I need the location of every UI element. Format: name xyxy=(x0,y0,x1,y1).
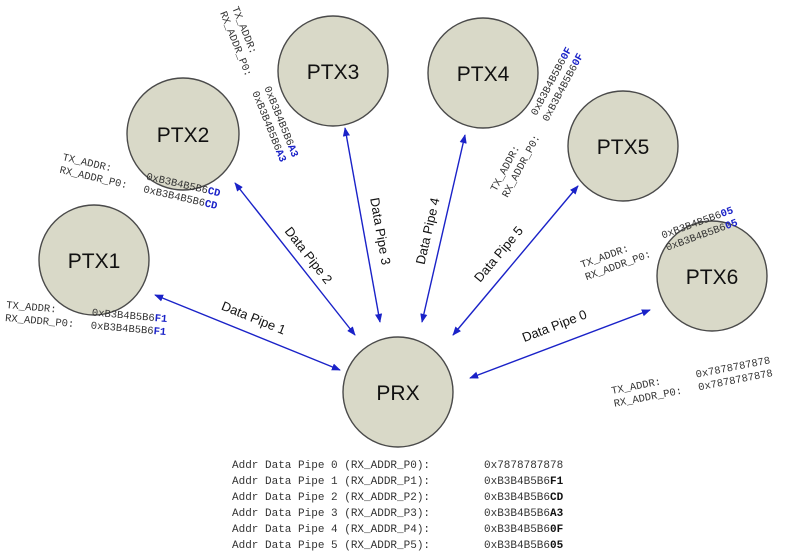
address-table: Addr Data Pipe 0 (RX_ADDR_P0):0x78787878… xyxy=(232,460,564,552)
table-row: Addr Data Pipe 4 (RX_ADDR_P4):0xB3B4B5B6… xyxy=(232,524,563,536)
node-ptx2-label: PTX2 xyxy=(157,124,210,147)
addr-ptx1-rx-label: RX_ADDR_P0: xyxy=(5,313,75,331)
node-ptx4-label: PTX4 xyxy=(457,63,510,86)
table-row: Addr Data Pipe 2 (RX_ADDR_P2):0xB3B4B5B6… xyxy=(232,492,564,504)
edge-pipe5-label: Data Pipe 5 xyxy=(471,223,526,285)
edge-pipe0-label: Data Pipe 0 xyxy=(520,307,589,345)
node-ptx5-circle xyxy=(567,90,679,202)
edge-pipe1-label: Data Pipe 1 xyxy=(219,298,288,337)
edge-pipe5-line xyxy=(452,185,579,336)
node-prx-label: PRX xyxy=(376,382,419,405)
addr-ptx1-tx-label: TX_ADDR: xyxy=(6,300,57,316)
node-ptx5-label: PTX5 xyxy=(597,136,650,159)
node-ptx5: PTX5 xyxy=(567,90,679,202)
edge-pipe3-label: Data Pipe 3 xyxy=(367,196,394,266)
node-ptx6-circle xyxy=(656,220,768,332)
table-row: Addr Data Pipe 1 (RX_ADDR_P1):0xB3B4B5B6… xyxy=(232,476,564,488)
addr-ptx1-tx-value: 0xB3B4B5B6F1 xyxy=(91,308,167,327)
node-ptx1: PTX1 xyxy=(38,204,150,316)
node-ptx6: PTX6 xyxy=(656,220,768,332)
node-ptx6-label: PTX6 xyxy=(686,266,739,289)
table-row: Addr Data Pipe 3 (RX_ADDR_P3):0xB3B4B5B6… xyxy=(232,508,564,520)
table-row: Addr Data Pipe 0 (RX_ADDR_P0):0x78787878… xyxy=(232,460,563,472)
node-ptx2-circle xyxy=(126,77,240,191)
edge-pipe4-label: Data Pipe 4 xyxy=(413,196,443,266)
edge-pipe0-line xyxy=(469,309,651,379)
node-ptx4-circle xyxy=(427,17,539,129)
addr-ptx6: TX_ADDR: 0x7878787878 RX_ADDR_P0: 0x7878… xyxy=(610,355,773,410)
edge-pipe4-line xyxy=(420,134,467,323)
node-ptx4: PTX4 xyxy=(427,17,539,129)
node-ptx3-label: PTX3 xyxy=(307,61,360,84)
node-ptx3-circle xyxy=(277,15,389,127)
edges xyxy=(154,127,651,379)
node-ptx3: PTX3 xyxy=(277,15,389,127)
node-ptx1-circle xyxy=(38,204,150,316)
edge-pipe2-line xyxy=(234,182,356,336)
node-prx: PRX xyxy=(342,336,454,448)
edge-pipe3-line xyxy=(342,127,383,323)
table-row: Addr Data Pipe 5 (RX_ADDR_P5):0xB3B4B5B6… xyxy=(232,540,564,552)
node-ptx2: PTX2 xyxy=(126,77,240,191)
node-prx-circle xyxy=(342,336,454,448)
node-ptx1-label: PTX1 xyxy=(68,250,121,273)
addr-ptx1-rx-value: 0xB3B4B5B6F1 xyxy=(90,320,166,339)
